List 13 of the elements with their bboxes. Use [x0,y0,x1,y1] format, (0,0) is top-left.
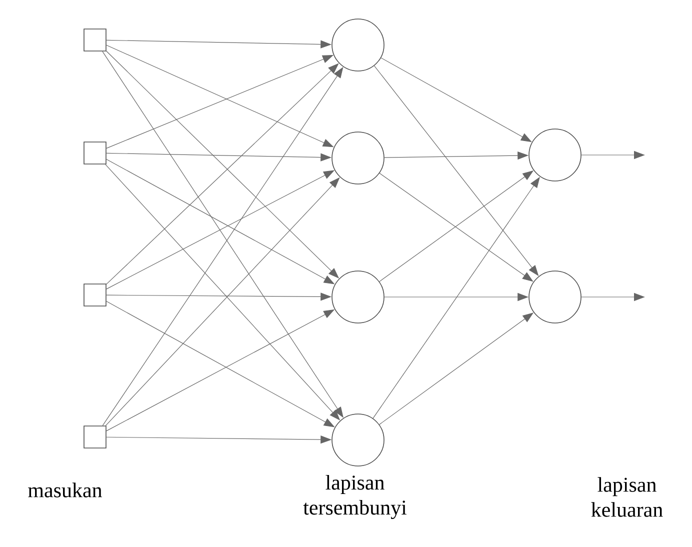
layer-label: lapisan tersembunyi [303,474,407,520]
neuron-circle [528,128,582,182]
input-square [84,28,106,52]
layer-label: masukan [28,482,102,498]
neuron-circle [332,18,384,72]
input-square [84,142,106,164]
neuron-circle [332,270,384,324]
neuron-circle [332,132,384,184]
neuron-circle [528,270,582,324]
neuron-circle [332,414,384,466]
input-square [84,284,106,306]
input-square [84,426,106,448]
layer-label: lapisan keluaran [591,477,663,517]
